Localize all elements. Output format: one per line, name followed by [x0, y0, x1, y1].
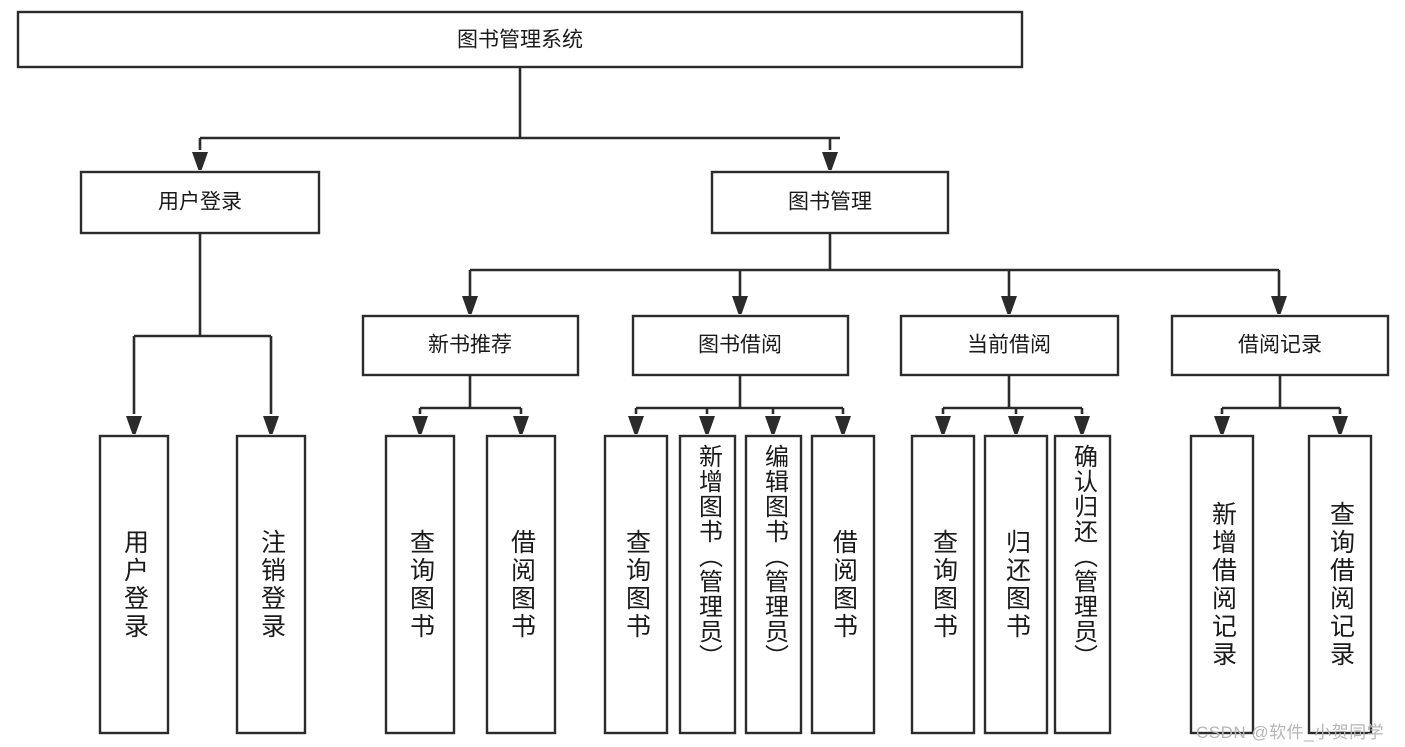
arrow-to-leaf-add-book — [699, 416, 715, 434]
node-current-borrow[interactable]: 当前借阅 — [899, 314, 1120, 377]
node-book-manage[interactable]: 图书管理 — [710, 170, 950, 235]
node-user-login[interactable]: 用户登录 — [79, 170, 321, 235]
arrow-to-book-manage — [822, 152, 838, 170]
node-borrow-record-label: 借阅记录 — [1238, 334, 1322, 357]
node-new-book-rec-box — [361, 314, 580, 377]
node-new-book-rec[interactable]: 新书推荐 — [361, 314, 580, 377]
arrow-to-leaf-return-book — [1008, 416, 1024, 434]
leaf-query-record-box[interactable] — [1307, 434, 1373, 735]
leaf-query-book-rec-box[interactable] — [384, 434, 456, 735]
arrow-to-leaf-borrow-book-rec — [513, 416, 529, 434]
leaf-borrow-book-rec-box[interactable] — [485, 434, 557, 735]
connector-root-to-level2 — [192, 67, 840, 170]
arrow-to-leaf-confirm-return — [1074, 416, 1090, 434]
leaf-query-book-cur-box[interactable] — [910, 434, 976, 735]
arrow-to-book-borrow — [732, 296, 748, 314]
arrow-to-leaf-query-book-rec — [412, 416, 428, 434]
arrow-to-borrow-record — [1271, 296, 1287, 314]
arrow-to-new-book-rec — [462, 296, 478, 314]
arrow-to-leaf-query-book-cur — [935, 416, 951, 434]
leaf-edit-book-box[interactable] — [744, 434, 803, 735]
leaf-boxes-group — [98, 434, 1373, 735]
leaf-user-login-box[interactable] — [98, 434, 170, 735]
arrow-to-leaf-query-book-borrow — [628, 416, 644, 434]
leaf-add-record-box[interactable] — [1189, 434, 1255, 735]
node-user-login-label: 用户登录 — [158, 191, 242, 214]
leaf-logout-box[interactable] — [235, 434, 307, 735]
arrow-to-leaf-user-login — [126, 416, 142, 434]
arrow-to-leaf-edit-book — [765, 416, 781, 434]
arrow-to-leaf-query-record — [1332, 416, 1348, 434]
node-current-borrow-box — [899, 314, 1120, 377]
arrow-to-user-login — [192, 152, 208, 170]
connector-book-borrow-to-leaves — [628, 375, 851, 434]
csdn-watermark: CSDN @软件_小贺同学 — [1196, 723, 1385, 742]
leaf-add-book-box[interactable] — [678, 434, 737, 735]
connector-borrow-record-to-leaves — [1214, 375, 1348, 434]
leaf-borrow-book-box[interactable] — [810, 434, 876, 735]
connector-new-book-rec-to-leaves — [412, 375, 529, 434]
leaf-confirm-return-box[interactable] — [1053, 434, 1112, 735]
connector-book-manage-to-level3 — [462, 233, 1287, 314]
arrow-to-leaf-logout — [263, 416, 279, 434]
node-book-borrow[interactable]: 图书借阅 — [631, 314, 850, 377]
arrow-to-leaf-add-record — [1214, 416, 1230, 434]
connector-user-login-to-leaves — [126, 233, 279, 434]
leaf-return-book-box[interactable] — [983, 434, 1049, 735]
node-current-borrow-label: 当前借阅 — [967, 334, 1051, 357]
node-new-book-rec-label: 新书推荐 — [428, 334, 512, 357]
node-borrow-record[interactable]: 借阅记录 — [1170, 314, 1390, 377]
node-root-label: 图书管理系统 — [457, 29, 583, 52]
node-root-box — [16, 10, 1024, 69]
arrow-to-leaf-borrow-book — [835, 416, 851, 434]
node-root[interactable]: 图书管理系统 — [16, 10, 1024, 69]
node-user-login-box — [79, 170, 321, 235]
connector-current-borrow-to-leaves — [935, 375, 1090, 434]
arrow-to-current-borrow — [1001, 296, 1017, 314]
leaf-query-book-borrow-box[interactable] — [603, 434, 669, 735]
node-book-borrow-label: 图书借阅 — [698, 334, 782, 357]
node-book-manage-label: 图书管理 — [788, 191, 872, 214]
